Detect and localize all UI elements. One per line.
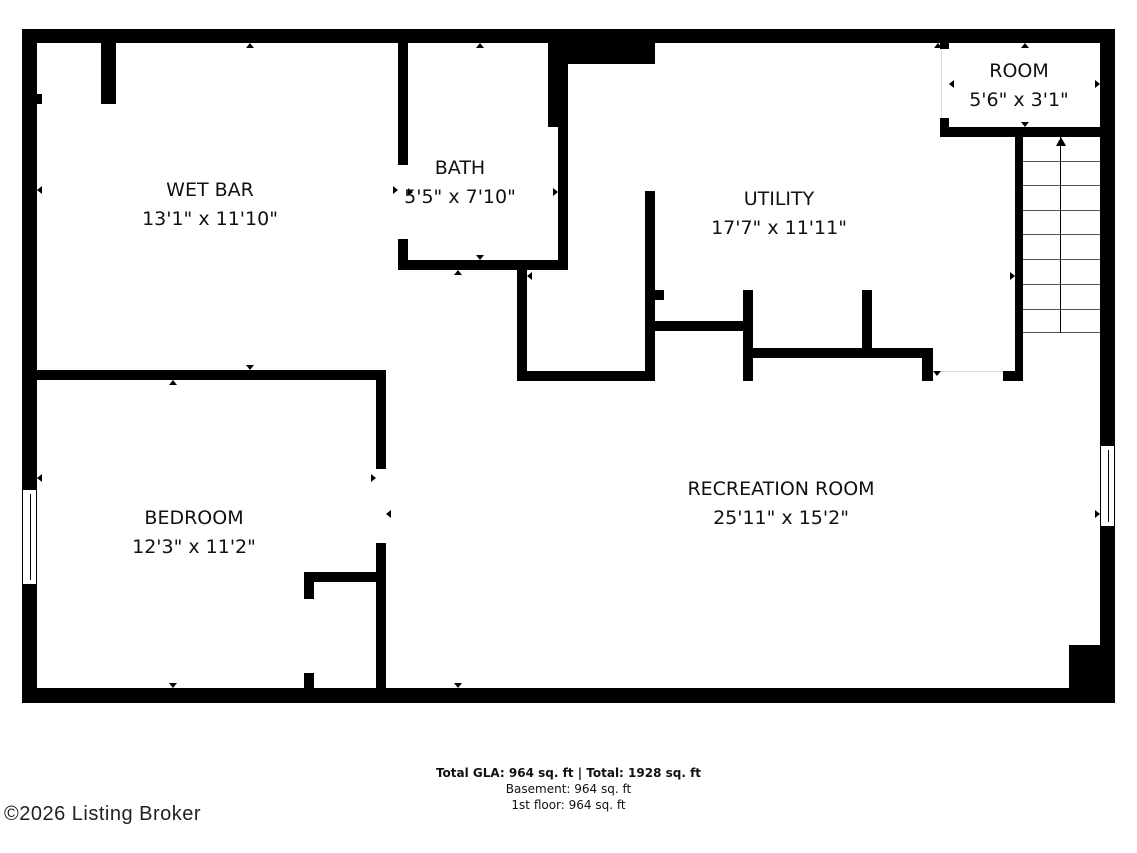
utility-wall-vertical bbox=[645, 191, 655, 381]
window-bedroom bbox=[22, 490, 37, 584]
utility-alcove-bottom bbox=[517, 371, 655, 381]
basement-area: Basement: 964 sq. ft bbox=[505, 782, 632, 796]
room-dimensions: 12'3" x 11'2" bbox=[132, 536, 256, 558]
wall-nook-left-stub bbox=[37, 94, 42, 104]
bath-chase bbox=[548, 43, 568, 127]
room-dimensions: 5'6" x 3'1" bbox=[969, 89, 1069, 111]
utility-wall-h1 bbox=[645, 321, 753, 331]
room-name: BATH bbox=[434, 157, 486, 179]
room-name: UTILITY bbox=[743, 188, 815, 210]
small-room-wall-bottom bbox=[940, 127, 1115, 137]
utility-wall-v2 bbox=[743, 290, 753, 381]
outer-wall-top bbox=[22, 29, 1115, 43]
arrow-head-icon bbox=[1056, 137, 1066, 146]
marker-icon bbox=[933, 371, 941, 376]
small-room-door bbox=[941, 49, 949, 118]
utility-wall-v4 bbox=[922, 348, 933, 381]
bath-wall-right bbox=[558, 126, 568, 270]
marker-icon bbox=[454, 683, 462, 688]
marker-icon bbox=[527, 272, 532, 280]
stair-wall-left bbox=[1015, 127, 1023, 381]
room-label-bath: BATH 5'5" x 7'10" bbox=[404, 154, 516, 212]
bedroom-wall-right-upper bbox=[376, 370, 386, 469]
room-dimensions: 5'5" x 7'10" bbox=[404, 186, 516, 208]
marker-icon bbox=[37, 474, 42, 482]
marker-icon bbox=[1010, 272, 1015, 280]
marker-icon bbox=[476, 43, 484, 48]
marker-icon bbox=[1095, 80, 1100, 88]
marker-icon bbox=[1021, 43, 1029, 48]
bedroom-wall-top bbox=[22, 370, 386, 380]
bath-wall-left-upper bbox=[398, 43, 408, 165]
marker-icon bbox=[553, 188, 558, 196]
room-label-room: ROOM 5'6" x 3'1" bbox=[969, 57, 1069, 115]
room-label-wet-bar: WET BAR 13'1" x 11'10" bbox=[142, 176, 278, 234]
marker-icon bbox=[934, 43, 942, 48]
marker-icon bbox=[246, 365, 254, 370]
room-dimensions: 25'11" x 15'2" bbox=[713, 507, 849, 529]
room-name: BEDROOM bbox=[144, 507, 244, 529]
wall-nook-stub bbox=[101, 94, 116, 104]
utility-door-opening bbox=[933, 371, 1003, 382]
utility-wall-v3 bbox=[862, 290, 872, 354]
marker-icon bbox=[246, 43, 254, 48]
outer-wall-left bbox=[22, 29, 37, 703]
wall-nook bbox=[101, 43, 116, 104]
utility-alcove-left bbox=[517, 265, 527, 381]
small-room-wall-left-lower bbox=[940, 118, 949, 137]
marker-icon bbox=[1021, 122, 1029, 127]
room-name: RECREATION ROOM bbox=[687, 478, 875, 500]
room-name: WET BAR bbox=[166, 179, 254, 201]
top-chase bbox=[548, 43, 655, 64]
room-label-bedroom: BEDROOM 12'3" x 11'2" bbox=[132, 504, 256, 562]
marker-icon bbox=[386, 510, 391, 518]
marker-icon bbox=[169, 380, 177, 385]
closet-wall-left-upper bbox=[304, 572, 314, 599]
marker-icon bbox=[169, 683, 177, 688]
small-room-wall-left-upper bbox=[940, 43, 949, 49]
marker-icon bbox=[37, 186, 42, 194]
room-dimensions: 17'7" x 11'11" bbox=[711, 217, 847, 239]
utility-wall-stub bbox=[645, 290, 664, 300]
marker-icon bbox=[371, 474, 376, 482]
marker-icon bbox=[949, 80, 954, 88]
marker-icon bbox=[476, 255, 484, 260]
room-label-recreation-room: RECREATION ROOM 25'11" x 15'2" bbox=[687, 475, 874, 533]
bedroom-wall-right-lower bbox=[376, 543, 386, 693]
area-summary: Total GLA: 964 sq. ft | Total: 1928 sq. … bbox=[0, 765, 1137, 813]
marker-icon bbox=[1095, 510, 1100, 518]
utility-wall-h2 bbox=[743, 348, 933, 358]
closet-wall-left-lower bbox=[304, 673, 314, 693]
room-dimensions: 13'1" x 11'10" bbox=[142, 208, 278, 230]
outer-wall-right bbox=[1100, 29, 1115, 703]
outer-wall-bottom bbox=[22, 688, 1115, 703]
totals-line: Total GLA: 964 sq. ft | Total: 1928 sq. … bbox=[435, 766, 702, 780]
corner-block bbox=[1069, 645, 1115, 703]
first-floor-area: 1st floor: 964 sq. ft bbox=[511, 798, 626, 812]
room-name: ROOM bbox=[989, 60, 1049, 82]
stair-up-arrow-icon bbox=[1060, 137, 1061, 333]
marker-icon bbox=[393, 186, 398, 194]
closet-wall-top bbox=[304, 572, 386, 582]
marker-icon bbox=[454, 270, 462, 275]
copyright: ©2026 Listing Broker bbox=[4, 803, 202, 825]
utility-wall-right-stub bbox=[1003, 371, 1023, 381]
bath-wall-left-lower bbox=[398, 239, 408, 269]
stairs bbox=[1023, 137, 1100, 333]
window-recreation bbox=[1100, 446, 1115, 526]
bath-wall-bottom bbox=[398, 260, 568, 270]
marker-icon bbox=[408, 188, 413, 196]
room-label-utility: UTILITY 17'7" x 11'11" bbox=[711, 185, 847, 243]
